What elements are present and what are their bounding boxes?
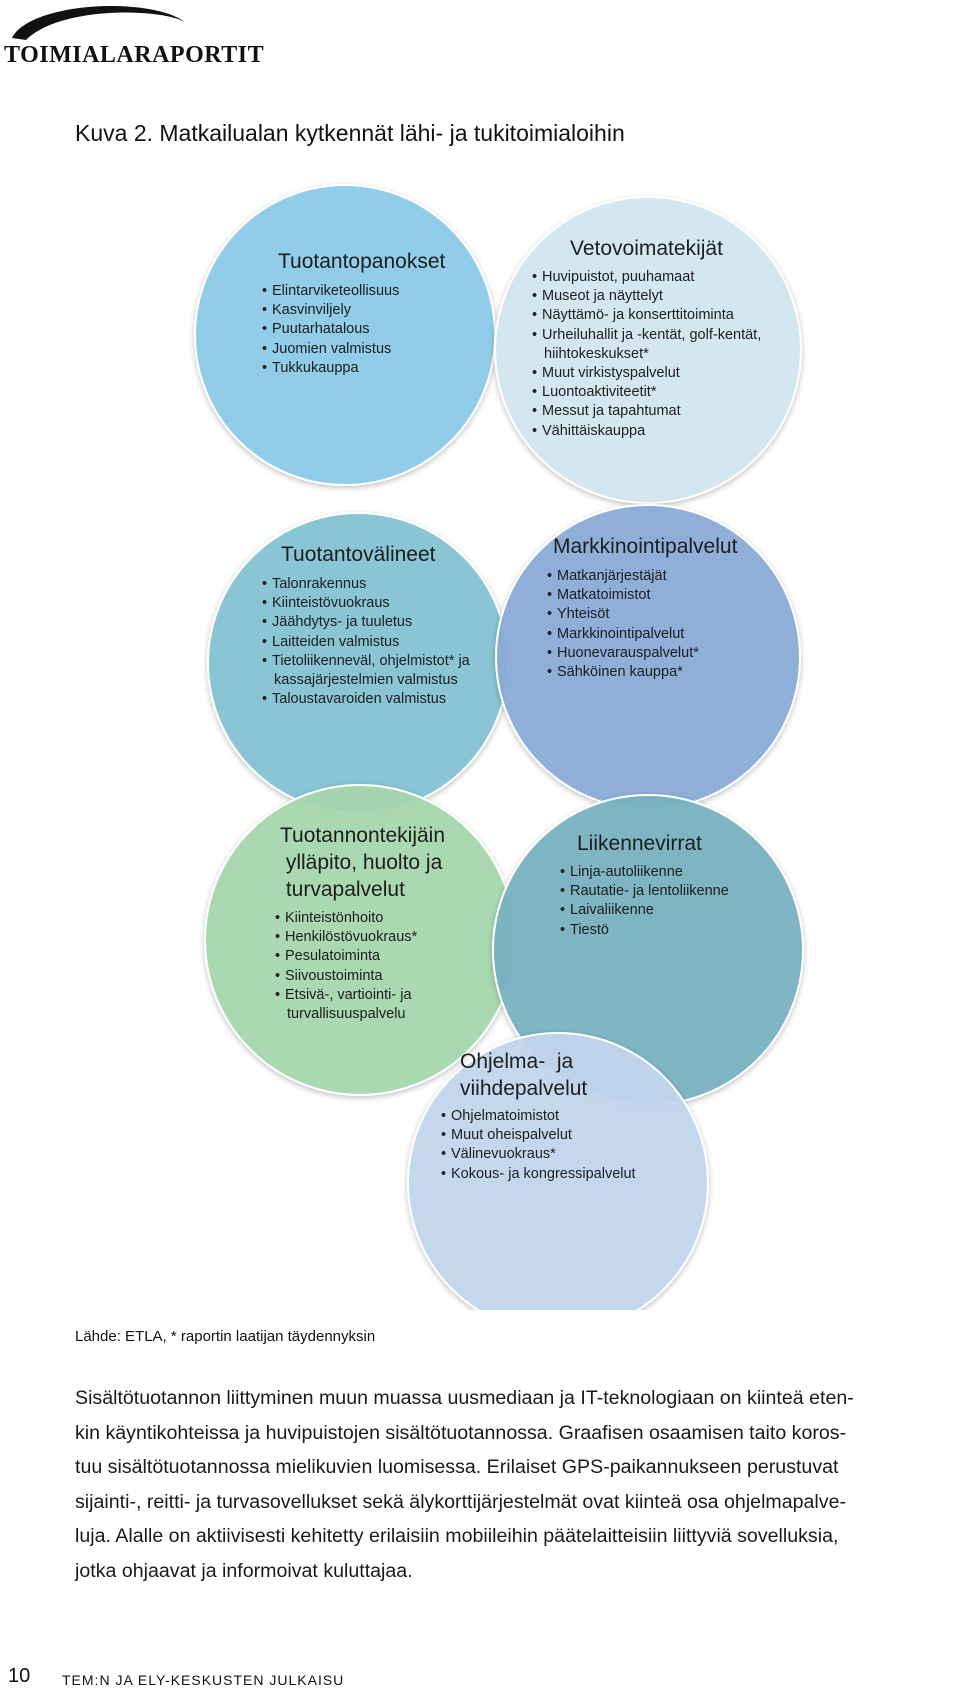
circle-item-list: Huvipuistot, puuhamaatMuseot ja näyttely…	[532, 268, 761, 441]
circle-item: Tukkukauppa	[262, 359, 399, 378]
circle-item: Messut ja tapahtumat	[532, 402, 761, 421]
circle-item-list: MatkanjärjestäjätMatkatoimistotYhteisötM…	[547, 567, 699, 682]
circle-item: Muut oheispalvelut	[441, 1126, 636, 1145]
circle-title-line: ylläpito, huolto ja	[280, 851, 443, 874]
circle-title: Tuotantovälineet	[281, 541, 436, 568]
circle-item: Laitteiden valmistus	[262, 633, 470, 652]
circle-item-list: Linja-autoliikenneRautatie- ja lentoliik…	[560, 863, 729, 940]
circle-item: Henkilöstövuokraus*	[275, 928, 417, 947]
circle-item: Juomien valmistus	[262, 340, 399, 359]
circle-item: Matkatoimistot	[547, 586, 699, 605]
circle-item: Vähittäiskauppa	[532, 422, 761, 441]
circle-item: Rautatie- ja lentoliikenne	[560, 882, 729, 901]
circle-item: Kokous- ja kongressipalvelut	[441, 1165, 636, 1184]
circle-item: Elintarviketeollisuus	[262, 282, 399, 301]
circle-item: Yhteisöt	[547, 605, 699, 624]
page-number: 10	[8, 1665, 31, 1687]
body-line: sijainti-, reitti- ja turvasovellukset s…	[75, 1490, 847, 1513]
circle-title-line: turvapalvelut	[280, 878, 405, 901]
circle-item: Tiestö	[560, 921, 729, 940]
circle-item: Jäähdytys- ja tuuletus	[262, 613, 470, 632]
circle-title-line: Tuotantopanokset	[278, 250, 446, 273]
circle-title-line: Ohjelma- ja	[460, 1050, 574, 1073]
circle-title: Tuotannontekijäin ylläpito, huolto ja tu…	[280, 822, 445, 903]
circle-item: Matkanjärjestäjät	[547, 567, 699, 586]
circle-title-line: viihdepalvelut	[460, 1077, 588, 1100]
circle-item: Etsivä-, vartiointi- ja	[275, 986, 417, 1005]
logo	[12, 6, 185, 40]
body-line: jotka ohjaavat ja informoivat kuluttajaa…	[75, 1559, 413, 1582]
circle-item: hiihtokeskukset*	[544, 345, 649, 362]
circle-item-list: TalonrakennusKiinteistövuokrausJäähdytys…	[262, 575, 470, 710]
circle-title: Liikennevirrat	[577, 830, 702, 857]
circle-item: Laivaliikenne	[560, 901, 729, 920]
circle-item: Huvipuistot, puuhamaat	[532, 268, 761, 287]
source-note: Lähde: ETLA, * raportin laatijan täydenn…	[75, 1328, 376, 1345]
circle-item: Kasvinviljely	[262, 301, 399, 320]
figure-title: Kuva 2. Matkailualan kytkennät lähi- ja …	[75, 120, 625, 146]
circle-title-line: Tuotannontekijäin	[280, 824, 446, 847]
circle-item: Pesulatoiminta	[275, 947, 417, 966]
circle-diagram: TuotantopanoksetElintarviketeollisuusKas…	[0, 180, 960, 1310]
circle-item-list: ElintarviketeollisuusKasvinviljelyPuutar…	[262, 282, 399, 378]
circle-item: Sähköinen kauppa*	[547, 663, 699, 682]
circle-item: turvallisuuspalvelu	[287, 1006, 406, 1023]
circle-item: kassajärjestelmien valmistus	[274, 672, 458, 689]
circle-item: Kiinteistövuokraus	[262, 594, 470, 613]
body-line: tuu sisältötuotannossa mielikuvien luomi…	[75, 1456, 839, 1478]
circle-item-list: KiinteistönhoitoHenkilöstövuokraus*Pesul…	[275, 909, 417, 1024]
circle-item: Markkinointipalvelut	[547, 625, 699, 644]
circle-title-line: Tuotantovälineet	[281, 543, 436, 566]
circle-item: Taloustavaroiden valmistus	[262, 690, 470, 709]
circle-item: Välinevuokraus*	[441, 1145, 636, 1164]
circle-title-line: Liikennevirrat	[577, 832, 702, 855]
circle-item: Tietoliikenneväl, ohjelmistot* ja	[262, 652, 470, 671]
publication-name: TEM:N JA ELY-KESKUSTEN JULKAISU	[62, 1672, 345, 1688]
circle-title: Tuotantopanokset	[278, 248, 445, 275]
circle-item: Talonrakennus	[262, 575, 470, 594]
circle-item: Puutarhatalous	[262, 320, 399, 339]
circle-item: Kiinteistönhoito	[275, 909, 417, 928]
circle-item: Museot ja näyttelyt	[532, 287, 761, 306]
body-line: luja. Alalle on aktiivisesti kehitetty e…	[75, 1525, 839, 1547]
body-paragraph: Sisältötuotannon liittyminen muun muassa…	[75, 1381, 960, 1588]
circle-item: Muut virkistyspalvelut	[532, 364, 761, 383]
circle-item: Urheiluhallit ja -kentät, golf-kentät,	[532, 326, 761, 345]
body-line: kin käyntikohteissa ja huvipuistojen sis…	[75, 1421, 847, 1444]
logo-text: TOIMIALARAPORTIT	[4, 42, 265, 68]
circle-title: Ohjelma- ja viihdepalvelut	[460, 1048, 587, 1102]
circle-item-list: OhjelmatoimistotMuut oheispalvelutVäline…	[441, 1107, 636, 1184]
circle-title: Markkinointipalvelut	[553, 533, 737, 560]
circle-title: Vetovoimatekijät	[570, 235, 723, 262]
circle-title-line: Markkinointipalvelut	[553, 535, 738, 558]
body-line: Sisältötuotannon liittyminen muun muassa…	[75, 1387, 854, 1409]
circle-title-line: Vetovoimatekijät	[570, 237, 723, 260]
circle-item: Näyttämö- ja konserttitoiminta	[532, 306, 761, 325]
circle-item: Huonevarauspalvelut*	[547, 644, 699, 663]
circle-item: Ohjelmatoimistot	[441, 1107, 636, 1126]
circle-item: Linja-autoliikenne	[560, 863, 729, 882]
circle-item: Siivoustoiminta	[275, 967, 417, 986]
circle-item: Luontoaktiviteetit*	[532, 383, 761, 402]
